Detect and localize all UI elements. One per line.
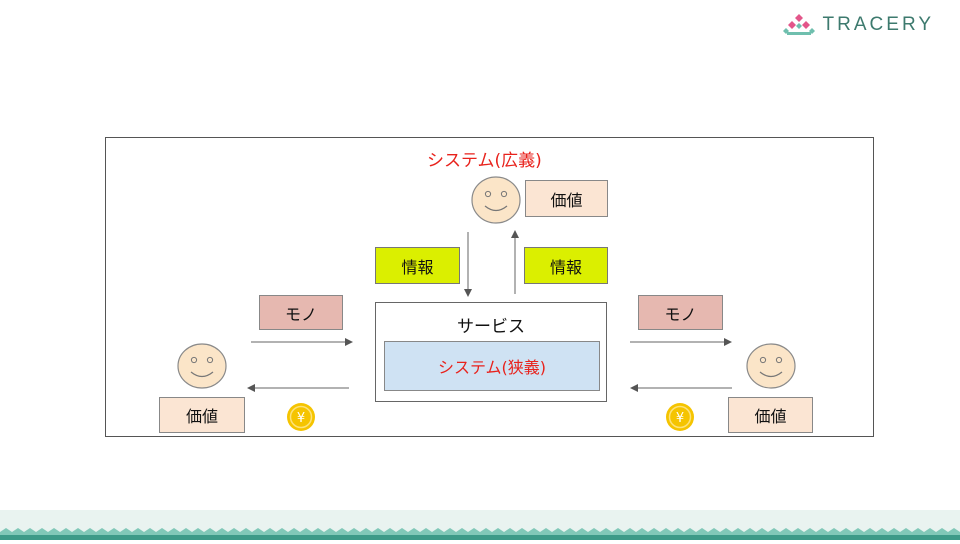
mono-box-right: モノ <box>638 295 723 330</box>
right-person-face-icon <box>746 343 796 389</box>
value-box-top: 価値 <box>525 180 608 217</box>
value-box-left: 価値 <box>159 397 245 433</box>
tracery-mark-icon <box>782 14 815 35</box>
footer-pattern <box>0 528 960 540</box>
decorative-footer-band <box>0 510 960 540</box>
yen-symbol-right: ¥ <box>676 411 684 426</box>
system-broad-frame <box>105 137 874 437</box>
yen-coin-right-icon: ¥ <box>666 403 694 431</box>
tracery-logo: TRACERY <box>782 14 934 36</box>
logo-text: TRACERY <box>822 14 934 35</box>
system-broad-label: システム(広義) <box>427 151 542 171</box>
service-box: サービス システム(狭義) <box>375 302 607 402</box>
left-person-face-icon <box>177 343 227 389</box>
info-box-left: 情報 <box>375 247 460 284</box>
mono-box-left: モノ <box>259 295 343 330</box>
info-box-right: 情報 <box>524 247 608 284</box>
value-box-right: 価値 <box>728 397 813 433</box>
yen-coin-left-icon: ¥ <box>287 403 315 431</box>
system-narrow-box: システム(狭義) <box>384 341 600 391</box>
top-person-face-icon <box>471 176 521 224</box>
yen-symbol-left: ¥ <box>297 411 305 426</box>
service-label: サービス <box>457 317 525 337</box>
